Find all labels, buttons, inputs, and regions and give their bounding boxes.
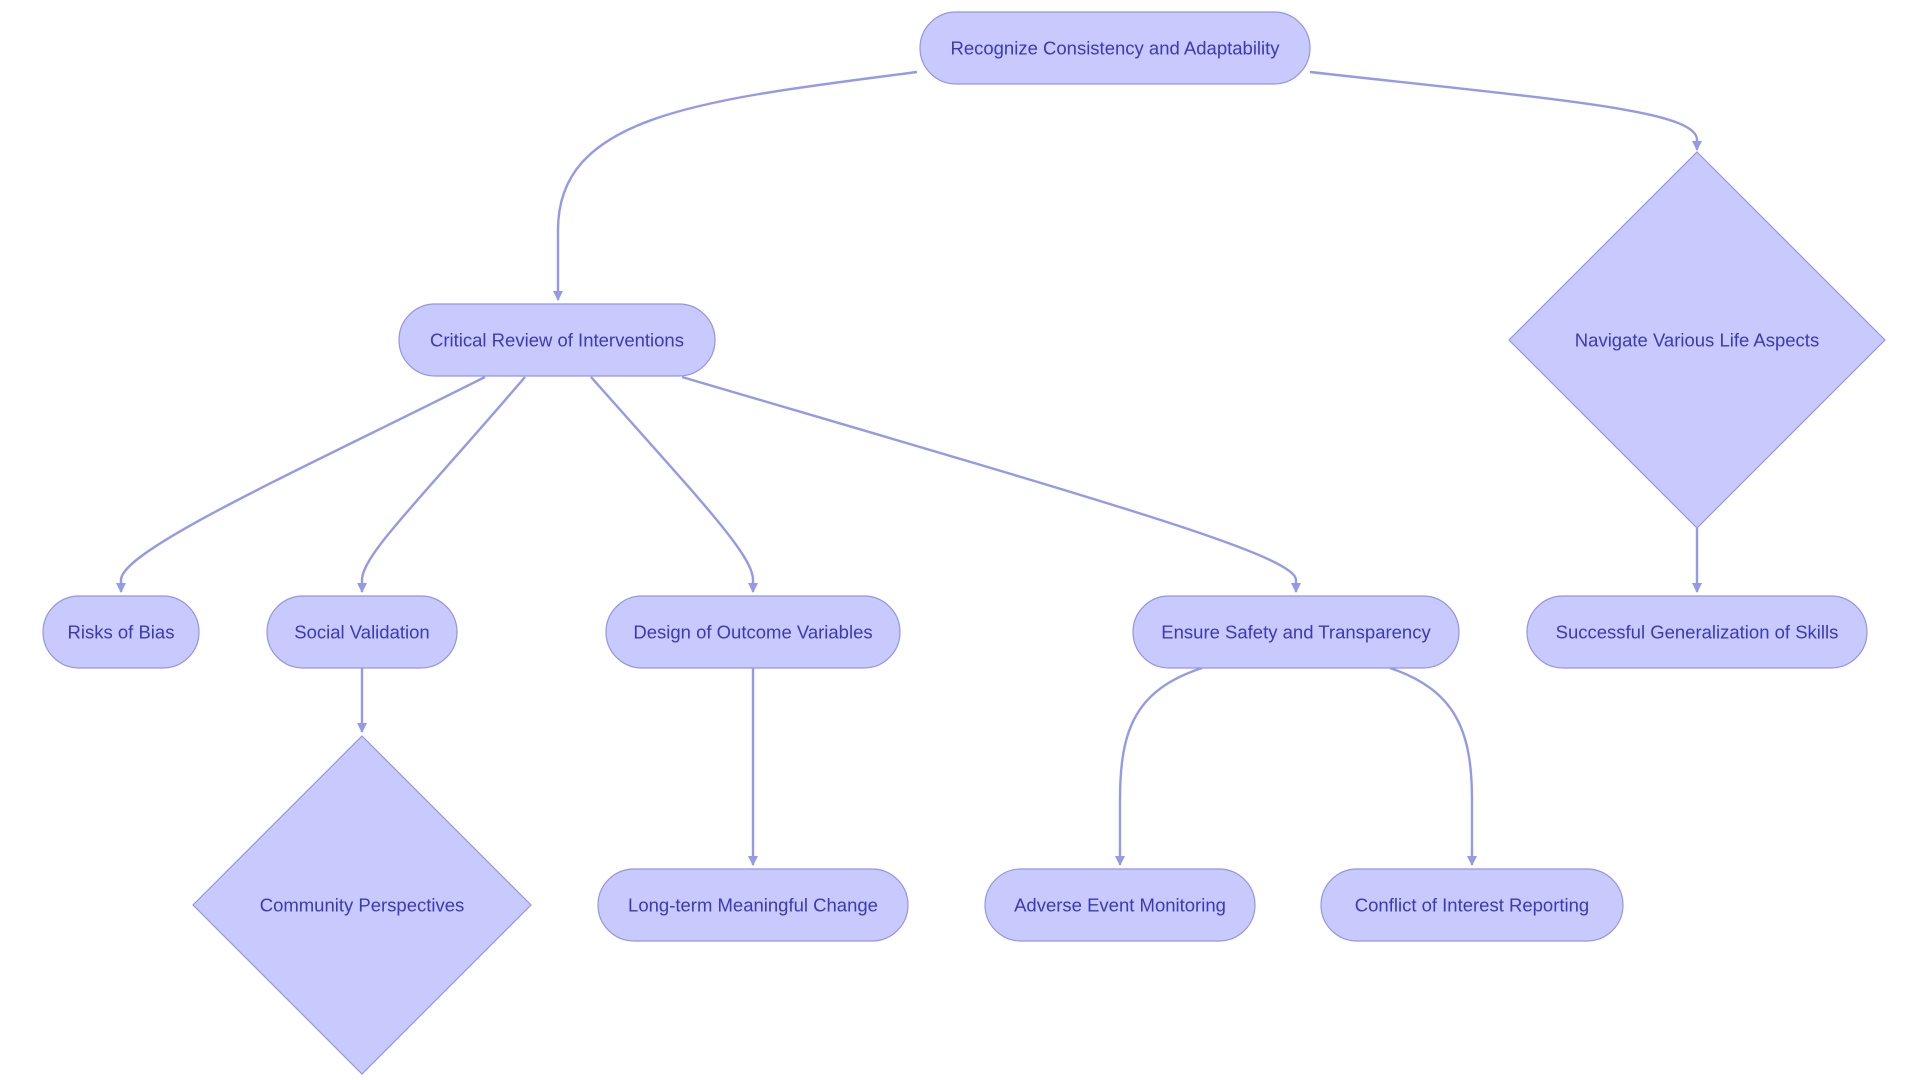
edge-recognize-to-critical [553, 70, 918, 301]
node-bias-label: Risks of Bias [68, 622, 175, 643]
node-adverse-box [984, 868, 1256, 942]
node-bias-box [42, 595, 200, 669]
node-navigate-label: Navigate Various Life Aspects [1575, 330, 1819, 351]
node-critical-label: Critical Review of Interventions [430, 330, 684, 351]
edge-layer [116, 70, 1702, 866]
node-conflict-box [1320, 868, 1624, 942]
node-social-label: Social Validation [294, 622, 429, 643]
node-longterm: Long-term Meaningful Change [597, 868, 909, 942]
node-community-label: Community Perspectives [260, 895, 465, 916]
node-safety-label: Ensure Safety and Transparency [1161, 622, 1431, 643]
node-critical: Critical Review of Interventions [398, 303, 716, 377]
node-longterm-label: Long-term Meaningful Change [628, 895, 878, 916]
node-longterm-box [597, 868, 909, 942]
node-generalization-box [1526, 595, 1868, 669]
node-recognize: Recognize Consistency and Adaptability [919, 11, 1311, 85]
node-recognize-label: Recognize Consistency and Adaptability [950, 38, 1280, 59]
node-adverse-label: Adverse Event Monitoring [1014, 895, 1226, 916]
edge-critical-to-safety [681, 375, 1301, 593]
node-recognize-box [919, 11, 1311, 85]
node-safety-box [1132, 595, 1460, 669]
node-bias: Risks of Bias [42, 595, 200, 669]
edge-critical-to-bias [116, 375, 486, 593]
node-design: Design of Outcome Variables [605, 595, 901, 669]
node-navigate: Navigate Various Life Aspects [1508, 151, 1886, 529]
node-conflict-label: Conflict of Interest Reporting [1355, 895, 1589, 916]
node-adverse: Adverse Event Monitoring [984, 868, 1256, 942]
node-layer: Recognize Consistency and AdaptabilityCr… [42, 11, 1886, 1075]
node-generalization: Successful Generalization of Skills [1526, 595, 1868, 669]
node-critical-box [398, 303, 716, 377]
edge-critical-to-design [590, 376, 758, 593]
edge-critical-to-social [357, 376, 526, 593]
edge-safety-to-conflict [1389, 666, 1477, 866]
node-community: Community Perspectives [192, 735, 532, 1075]
node-design-box [605, 595, 901, 669]
node-social: Social Validation [266, 595, 458, 669]
node-generalization-label: Successful Generalization of Skills [1556, 622, 1839, 643]
edge-safety-to-adverse [1115, 666, 1203, 866]
node-conflict: Conflict of Interest Reporting [1320, 868, 1624, 942]
node-navigate-diamond [1508, 151, 1886, 529]
node-design-label: Design of Outcome Variables [633, 622, 872, 643]
edge-recognize-to-navigate [1309, 70, 1702, 151]
node-safety: Ensure Safety and Transparency [1132, 595, 1460, 669]
node-community-diamond [192, 735, 532, 1075]
node-social-box [266, 595, 458, 669]
